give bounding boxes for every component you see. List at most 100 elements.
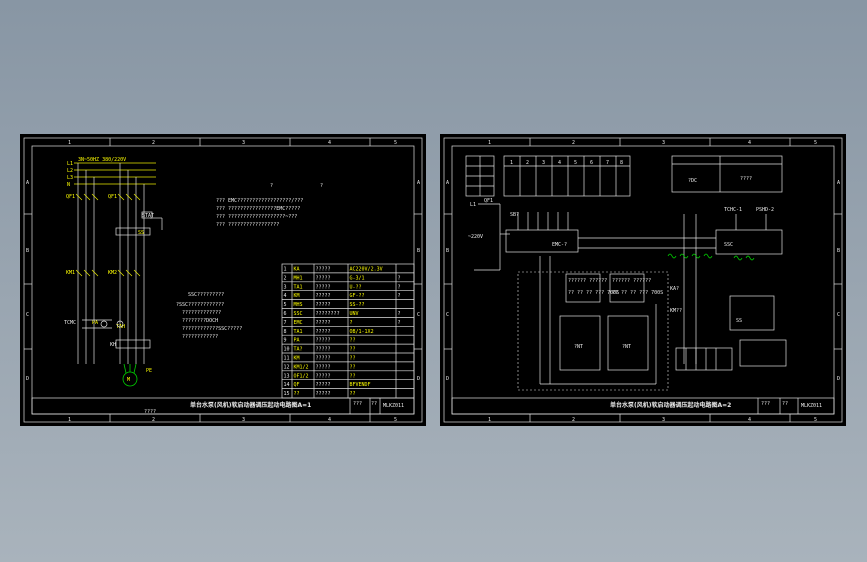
parts-table-cell: ?????: [316, 364, 331, 370]
row-letter-d: D: [446, 376, 449, 382]
parts-table-cell: GF-??: [350, 293, 365, 299]
breaker-contacts: [75, 193, 141, 277]
emc-terminals: [517, 212, 569, 230]
row-letter-a: A: [26, 180, 29, 186]
table-top-5: 5: [574, 160, 577, 166]
parts-table-cell: ??: [350, 373, 356, 379]
col-num-bottom-1: 1: [68, 417, 71, 423]
sheet-2-canvas: 1 2 3 4 5 1 2 3 4 5 A B C D A B C D 1 2 …: [443, 137, 843, 423]
unit-label-1: ?NT: [574, 344, 583, 350]
col-num-3: 3: [662, 140, 665, 146]
parts-table-cell: OB/1-1X2: [350, 329, 374, 335]
label-km1: KM1: [66, 270, 75, 276]
row-letter-c-right: C: [837, 312, 840, 318]
supply-wiring: [474, 203, 510, 271]
parts-table-cell: TA1: [294, 329, 303, 335]
row-letter-b-right: B: [417, 248, 420, 254]
parts-table-cell: 13: [284, 373, 290, 379]
table-top-1: 1: [510, 160, 513, 166]
note-line-2: ??? ????????????????EMC?????: [216, 206, 300, 212]
legend-table-right: [671, 155, 783, 193]
label-emc: EMC-?: [552, 242, 567, 248]
sheet-2-title: 单台水泵(风机)软启动器调压起动电路图A=2: [610, 401, 731, 409]
parts-table-cell: 11: [284, 356, 290, 362]
unit-wiring: [539, 256, 657, 385]
parts-table-cell: TA?: [294, 347, 303, 353]
parts-table-cell: ??: [350, 356, 356, 362]
label-ssc: SSC: [724, 242, 733, 248]
parts-table-cell: ??: [294, 391, 300, 397]
table-top-6: 6: [590, 160, 593, 166]
table-top-7: 7: [606, 160, 609, 166]
table-top-4: 4: [558, 160, 561, 166]
small-cell-2: ??: [782, 401, 788, 407]
row-letter-a-right: A: [837, 180, 840, 186]
label-tchc: TCHC-1: [724, 207, 742, 213]
parts-table-cell: EMC: [294, 320, 303, 326]
label-km: KM??: [670, 308, 682, 314]
terminal-ticks: [685, 348, 717, 370]
col-num-bottom-5: 5: [814, 417, 817, 423]
parts-table-cell: ?????: [316, 320, 331, 326]
parts-table-cell: 1: [284, 267, 287, 273]
green-relay-coils: [667, 253, 755, 261]
stat-block: [141, 211, 153, 219]
box-label-2: ?????? ??????: [612, 278, 651, 284]
label-km2: KM2: [108, 270, 117, 276]
parts-table-cell: ??: [350, 364, 356, 370]
parts-table-cell: ?????: [316, 284, 331, 290]
drawing-number: MLKZ011: [383, 403, 404, 409]
parts-table-cell: ?: [398, 284, 401, 290]
label-qf1: QF1: [66, 194, 75, 200]
ssc-line-3: ????????DOCH: [182, 318, 218, 324]
drawing-sheet-1: 1 2 3 4 5 1 2 3 4 5 A B C D A B C D 3N~5…: [20, 134, 426, 426]
label-motor: M: [127, 377, 130, 383]
sheet-1-canvas: 1 2 3 4 5 1 2 3 4 5 A B C D A B C D 3N~5…: [23, 137, 423, 423]
parts-table-cell: 8: [284, 329, 287, 335]
ssc-feeders: [683, 214, 767, 364]
parts-table-cell: BFVENDF: [350, 382, 371, 388]
label-tcmc: TCMC: [64, 320, 76, 326]
small-cell-1: ???: [761, 401, 770, 407]
col-num-bottom-3: 3: [242, 417, 245, 423]
parts-table-cell: ?: [398, 311, 401, 317]
label-ss: SS: [138, 230, 144, 236]
parts-table-cell: QF: [294, 382, 300, 388]
phase-l3: L3: [67, 175, 73, 181]
table-top-8: 8: [620, 160, 623, 166]
small-cell-2: ??: [371, 401, 377, 407]
ss-relay-block: [729, 295, 775, 331]
ssc-line-4: ????????????SSC?????: [182, 326, 242, 332]
note-line-3: ??? ???????????????????~???: [216, 214, 297, 220]
parts-table-cell: OF1/2: [294, 373, 309, 379]
emc-module: [505, 229, 579, 253]
parts-table-cell: 10: [284, 347, 290, 353]
table-top-2: 2: [526, 160, 529, 166]
ssc-title: SSC?????????: [188, 292, 224, 298]
parts-table-cell: 5: [284, 302, 287, 308]
parts-table-cell: 9: [284, 338, 287, 344]
row-letter-a: A: [446, 180, 449, 186]
parts-table-cell: KM: [294, 356, 300, 362]
question-mark-1: ?: [270, 183, 273, 189]
table-right-1: ?DC: [688, 178, 697, 184]
ssc-line-1: ?SSC????????????: [176, 302, 224, 308]
power-bus: [74, 162, 156, 185]
unit-box-2: [607, 315, 649, 371]
terminal-strip-1: [675, 347, 733, 371]
parts-table-cell: KM1/2: [294, 364, 309, 370]
phase-l1: L1: [67, 161, 73, 167]
parts-table-cell: ?????: [316, 302, 331, 308]
ct-loop: [82, 319, 151, 349]
parts-table-cell: ????????: [316, 311, 340, 317]
box-value-1: ?? ?? ?? ??? 700S: [568, 290, 619, 296]
parts-table-cell: 12: [284, 364, 290, 370]
parts-table-cell: 2: [284, 275, 287, 281]
parts-table-cell: 4: [284, 293, 287, 299]
col-num-bottom-3: 3: [662, 417, 665, 423]
parts-table-cell: ?????: [316, 329, 331, 335]
col-num-4: 4: [328, 140, 331, 146]
row-letter-d-right: D: [837, 376, 840, 382]
col-num-2: 2: [152, 140, 155, 146]
title-block: [451, 397, 835, 415]
